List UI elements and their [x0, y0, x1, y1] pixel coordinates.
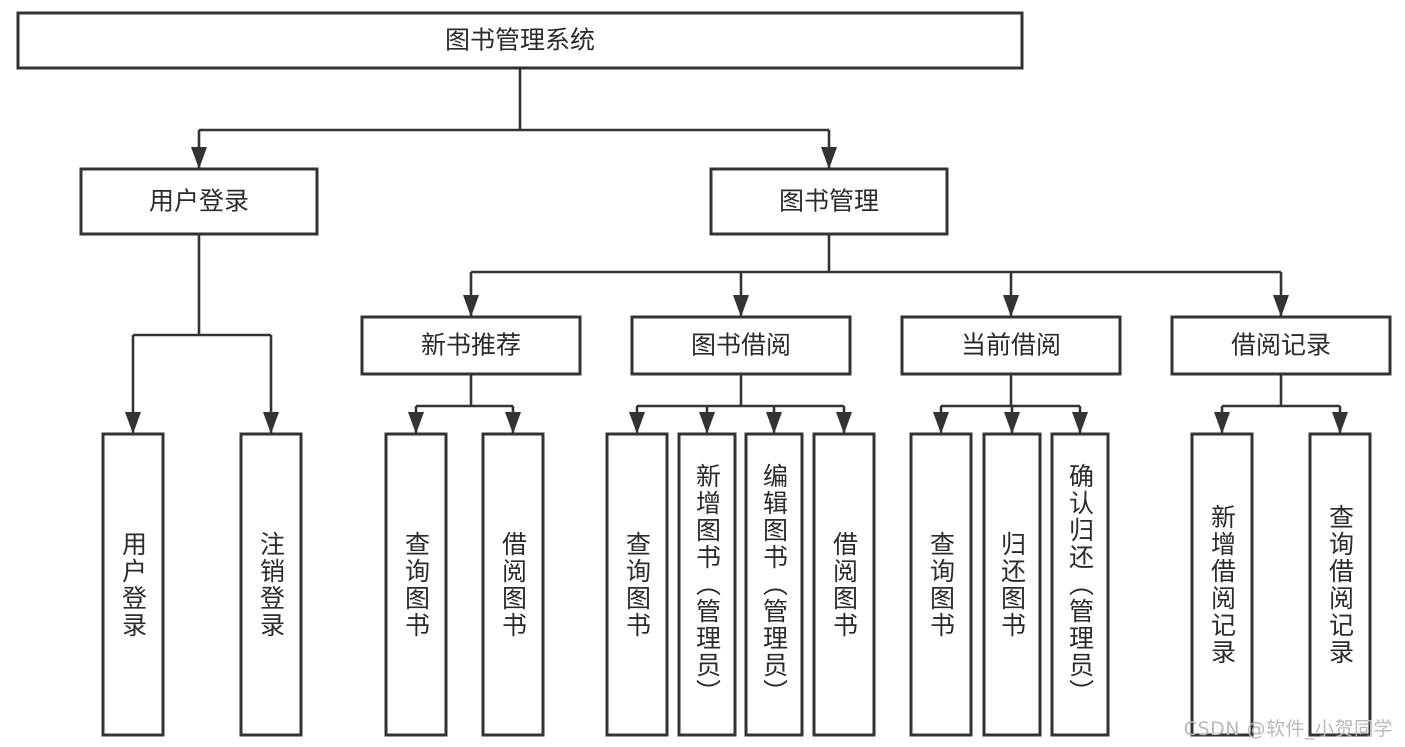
arrow-head-icon [125, 412, 141, 434]
node-label-book-manage: 图书管理 [779, 187, 879, 216]
node-box-leaf-query-book-3[interactable] [909, 432, 973, 737]
connector-layer [125, 68, 1348, 434]
node-box-layer [16, 11, 1392, 737]
arrow-head-icon [766, 412, 782, 434]
node-box-leaf-confirm-return[interactable] [1050, 432, 1110, 737]
node-box-leaf-add-record[interactable] [1190, 432, 1254, 737]
node-label-current-borrow: 当前借阅 [961, 331, 1061, 360]
arrow-head-icon [733, 295, 749, 317]
node-label-new-book-rec: 新书推荐 [421, 331, 521, 360]
node-box-borrow-record[interactable] [1170, 315, 1392, 376]
node-box-leaf-query-record[interactable] [1308, 432, 1372, 737]
arrow-head-icon [1004, 412, 1020, 434]
node-box-book-borrow[interactable] [630, 315, 852, 376]
arrow-head-icon [191, 147, 207, 169]
arrow-head-icon [1072, 412, 1088, 434]
node-box-leaf-borrow-book-1[interactable] [481, 432, 545, 737]
arrow-head-icon [408, 412, 424, 434]
arrow-head-icon [1003, 295, 1019, 317]
arrow-head-icon [933, 412, 949, 434]
node-box-leaf-edit-book[interactable] [744, 432, 804, 737]
node-box-new-book-rec[interactable] [360, 315, 582, 376]
node-box-leaf-user-logout[interactable] [239, 432, 303, 737]
node-label-root: 图书管理系统 [445, 26, 595, 55]
node-box-leaf-user-login[interactable] [101, 432, 165, 737]
arrow-head-icon [1214, 412, 1230, 434]
arrow-head-icon [821, 147, 837, 169]
node-label-user-login: 用户登录 [149, 187, 249, 216]
arrow-head-icon [505, 412, 521, 434]
arrow-head-icon [463, 295, 479, 317]
arrow-head-icon [836, 412, 852, 434]
node-box-current-borrow[interactable] [900, 315, 1122, 376]
node-box-leaf-borrow-book-2[interactable] [812, 432, 876, 737]
arrow-head-icon [1332, 412, 1348, 434]
node-box-book-manage[interactable] [709, 167, 949, 236]
node-label-book-borrow: 图书借阅 [691, 331, 791, 360]
node-box-leaf-add-book[interactable] [677, 432, 737, 737]
arrow-head-icon [1273, 295, 1289, 317]
arrow-head-icon [263, 412, 279, 434]
node-box-root[interactable] [16, 11, 1024, 70]
node-box-leaf-query-book-1[interactable] [384, 432, 448, 737]
node-box-user-login[interactable] [79, 167, 319, 236]
watermark: CSDN @软件_小贺同学 [1183, 718, 1393, 740]
node-label-borrow-record: 借阅记录 [1231, 331, 1331, 360]
arrow-head-icon [629, 412, 645, 434]
node-box-leaf-query-book-2[interactable] [605, 432, 669, 737]
node-box-leaf-return-book[interactable] [982, 432, 1042, 737]
arrow-head-icon [699, 412, 715, 434]
